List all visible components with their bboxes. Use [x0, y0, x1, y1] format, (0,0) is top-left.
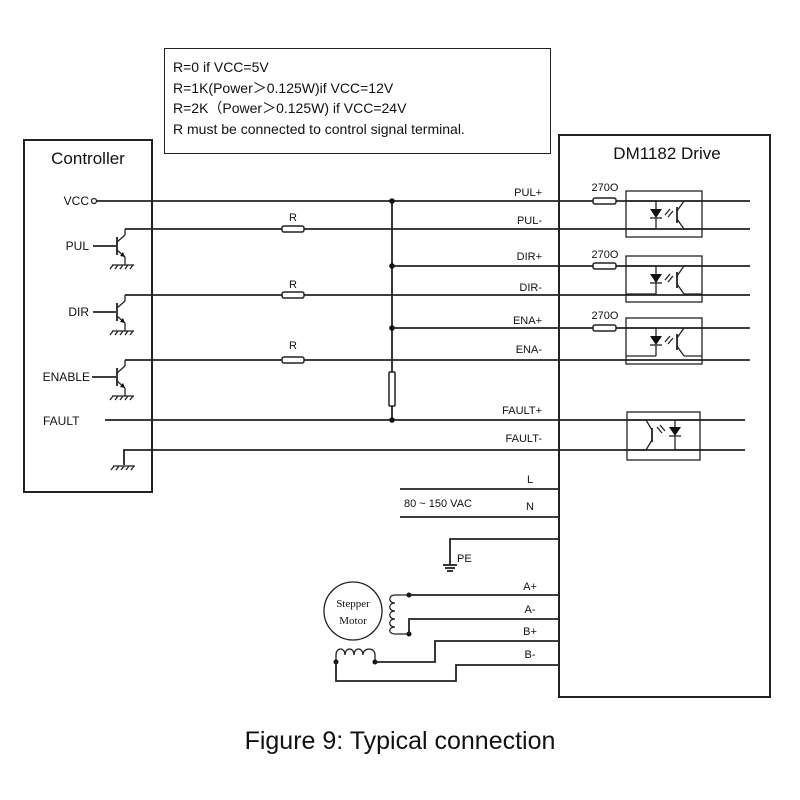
resistor-label: R — [289, 279, 297, 291]
optocoupler-pul-icon — [625, 190, 703, 238]
terminal-l: L — [527, 474, 533, 486]
motor-label-line2: Motor — [339, 615, 367, 627]
note-line: R=1K(Power＞0.125W)if VCC=12V — [173, 79, 394, 96]
pin-label-fault: FAULT — [43, 414, 80, 428]
ground-icon — [109, 395, 135, 401]
terminal-fault-minus: FAULT- — [506, 433, 543, 445]
enable-transistor-icon — [116, 359, 126, 397]
terminal-pul-minus: PUL- — [517, 215, 542, 227]
ground-icon — [109, 264, 135, 270]
terminal-dir-plus: DIR+ — [517, 251, 542, 263]
pin-label-dir: DIR — [68, 305, 89, 319]
ground-icon — [110, 465, 136, 471]
coil-a-icon — [389, 594, 408, 635]
pe-label: PE — [457, 553, 472, 565]
drive-title: DM1182 Drive — [613, 144, 720, 163]
controller-title: Controller — [51, 149, 125, 168]
terminal-ena-minus: ENA- — [516, 344, 543, 356]
resistor-r-dir — [281, 291, 305, 299]
input-resistor-label: 270O — [592, 249, 619, 261]
ground-icon — [109, 330, 135, 336]
resistor-label: R — [289, 340, 297, 352]
figure-caption: Figure 9: Typical connection — [244, 727, 556, 755]
motor-label-line1: Stepper — [336, 598, 370, 610]
dir-transistor-icon — [116, 294, 126, 332]
note-line: R=2K（Power＞0.125W) if VCC=24V — [173, 100, 407, 116]
resistor-label: R — [289, 212, 297, 224]
input-resistor-label: 270O — [592, 310, 619, 322]
terminal-fault-plus: FAULT+ — [502, 405, 542, 417]
resistor-r-pul — [281, 225, 305, 233]
input-resistor-label: 270O — [592, 182, 619, 194]
terminal-ena-plus: ENA+ — [513, 315, 542, 327]
terminal-a-minus: A- — [525, 604, 536, 616]
coil-b-icon — [335, 648, 376, 662]
vcc-terminal — [90, 197, 98, 205]
input-resistor-pul — [592, 197, 617, 205]
resistor-note-box: R=0 if VCC=5V R=1K(Power＞0.125W)if VCC=1… — [164, 48, 551, 154]
note-line: R must be connected to control signal te… — [173, 120, 465, 137]
optocoupler-fault-icon — [626, 411, 701, 461]
pul-transistor-icon — [116, 228, 126, 266]
terminal-pul-plus: PUL+ — [514, 187, 542, 199]
drive-box — [558, 134, 771, 698]
pin-label-pul: PUL — [66, 239, 90, 253]
pin-label-vcc: VCC — [64, 194, 90, 208]
pin-label-enable: ENABLE — [43, 370, 90, 384]
resistor-r-ena — [281, 356, 305, 364]
terminal-b-minus: B- — [525, 649, 536, 661]
terminal-dir-minus: DIR- — [519, 282, 542, 294]
terminal-a-plus: A+ — [523, 581, 537, 593]
input-resistor-ena — [592, 324, 617, 332]
stepper-motor-icon — [323, 581, 383, 641]
optocoupler-ena-icon — [625, 317, 703, 365]
terminal-b-plus: B+ — [523, 626, 537, 638]
power-supply-label: 80 ~ 150 VAC — [404, 498, 472, 510]
input-resistor-dir — [592, 262, 617, 270]
note-line: R=0 if VCC=5V — [173, 59, 269, 75]
terminal-n: N — [526, 501, 534, 513]
earth-ground-icon — [443, 564, 457, 572]
fault-pullup-resistor — [388, 371, 396, 407]
controller-box — [23, 139, 153, 493]
